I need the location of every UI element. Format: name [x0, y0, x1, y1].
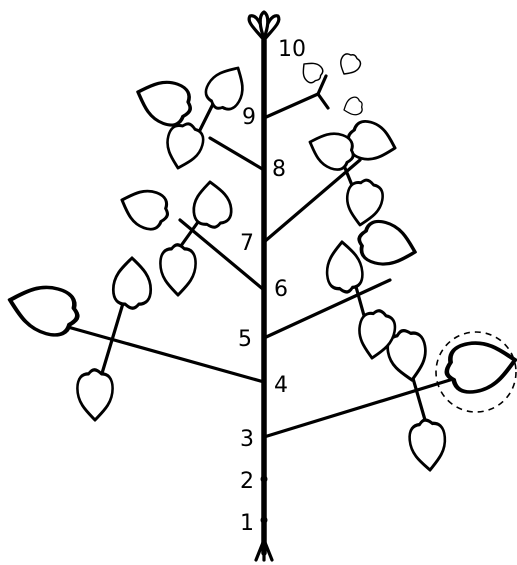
node-label-1: 1	[240, 511, 254, 536]
leaf-node-9-b	[335, 50, 363, 79]
leaf-node-3-lower	[408, 418, 447, 471]
node-labels: 1 2 3 4 5 6 7 8 9 10	[238, 37, 306, 536]
leaf-node-4-upper	[113, 258, 150, 308]
leaf-node-6-lower	[160, 245, 195, 295]
node-label-2: 2	[240, 469, 254, 494]
leaf-node-5-upper	[324, 240, 363, 293]
node-label-7: 7	[240, 231, 254, 256]
leaf-node-8-terminal	[131, 72, 197, 130]
branch-4	[50, 322, 264, 382]
branch-8	[210, 138, 264, 170]
leaf-node-4-terminal	[4, 278, 83, 341]
leaf-node-4-lower	[77, 370, 112, 420]
root-fork	[256, 540, 272, 560]
node-dot-1	[261, 517, 268, 524]
node-label-8: 8	[272, 157, 286, 182]
branch-9	[264, 94, 318, 118]
leaf-node-5-terminal	[354, 217, 420, 272]
leaf-node-6-terminal	[116, 182, 174, 233]
stalk-node-9b	[318, 94, 328, 108]
node-label-6: 6	[274, 277, 288, 302]
node-dot-2	[261, 476, 268, 483]
leaves	[4, 50, 517, 471]
leaf-node-9-c	[341, 95, 365, 118]
leaf-node-6-upper	[191, 180, 232, 228]
node-label-5: 5	[238, 327, 252, 352]
apical-bud	[249, 12, 279, 40]
node-label-4: 4	[274, 373, 288, 398]
node-label-3: 3	[240, 427, 254, 452]
node-label-9: 9	[242, 105, 256, 130]
node-label-10: 10	[278, 37, 306, 62]
